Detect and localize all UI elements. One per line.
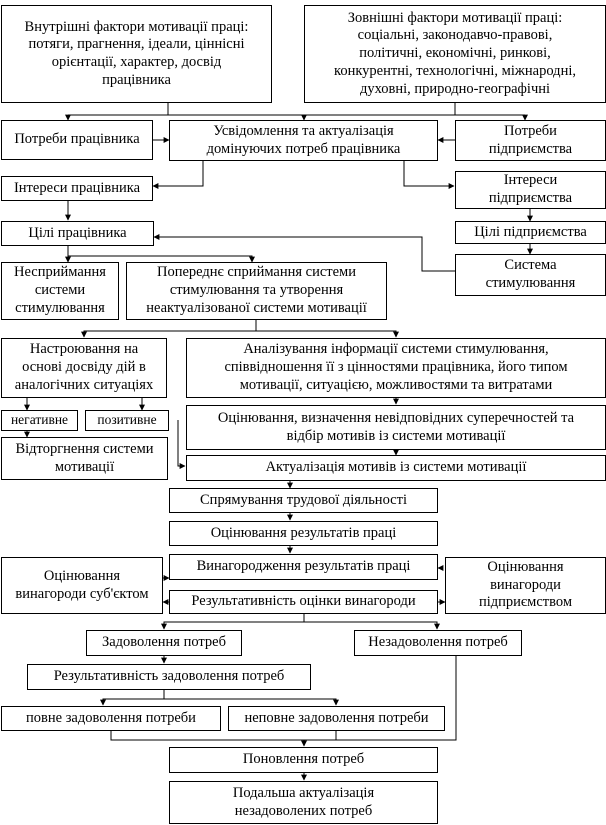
analysis-box: Аналізування інформації системи стимулюв… [186, 338, 606, 398]
connector [304, 621, 440, 630]
employee-goals-box: Цілі працівника [1, 221, 154, 246]
connector [177, 420, 186, 469]
renewal-box: Поновлення потреб [169, 747, 438, 773]
connector [164, 698, 339, 706]
subject-evaluation-box: Оцінювання винагороди суб'єктом [1, 557, 163, 614]
incentive-system-box: Система стимулювання [455, 254, 606, 296]
connector [152, 161, 204, 189]
connector [304, 656, 457, 741]
enterprise-evaluation-box: Оцінювання винагороди підприємством [445, 557, 606, 614]
connector [67, 246, 255, 263]
external-factors-box: Зовнішні фактори мотивації праці: соціал… [304, 5, 606, 103]
connector [110, 731, 307, 747]
enterprise-needs-box: Потреби підприємства [455, 120, 606, 161]
satisfaction-box: Задоволення потреб [86, 630, 242, 656]
employee-interests-box: Інтереси працівника [1, 176, 153, 201]
negative-box: негативне [1, 410, 78, 431]
reward-effectiveness-box: Результативність оцінки винагороди [169, 590, 438, 614]
further-actualization-box: Подальша актуалізація незадоволених потр… [169, 781, 438, 824]
direction-work-box: Спрямування трудової діяльності [169, 488, 438, 513]
non-acceptance-box: Несприймання системи стимулювання [1, 262, 119, 320]
connector [81, 320, 257, 338]
positive-box: позитивне [85, 410, 169, 431]
employee-needs-box: Потреби працівника [1, 120, 153, 160]
tuning-box: Настроювання на основі досвіду дій в ана… [1, 338, 167, 398]
connector [100, 690, 165, 706]
dissatisfaction-box: Незадоволення потреб [354, 630, 522, 656]
connector [161, 614, 305, 630]
enterprise-goals-box: Цілі підприємства [455, 221, 606, 244]
satisfaction-effectiveness-box: Результативність задоволення потреб [27, 664, 311, 690]
actualization-motives-box: Актуалізація мотивів із системи мотиваці… [186, 455, 606, 481]
partial-satisfaction-box: неповне задоволення потреби [228, 706, 445, 731]
awareness-box: Усвідомлення та актуалізація домінуючих … [169, 120, 438, 161]
preliminary-acceptance-box: Попереднє сприймання системи стимулюванн… [126, 262, 387, 320]
reward-results-box: Винагородження результатів праці [169, 554, 438, 580]
full-satisfaction-box: повне задоволення потреби [1, 706, 221, 731]
enterprise-interests-box: Інтереси підприємства [455, 171, 606, 209]
evaluation-motives-box: Оцінювання, визначення невідповідних суп… [186, 405, 606, 450]
connector [153, 234, 455, 272]
connector [256, 330, 399, 338]
connector [403, 161, 455, 189]
internal-factors-box: Внутрішні фактори мотивації праці: потяг… [1, 5, 272, 103]
rejection-box: Відторгнення системи мотивації [1, 437, 168, 480]
evaluation-results-box: Оцінювання результатів праці [169, 521, 438, 546]
